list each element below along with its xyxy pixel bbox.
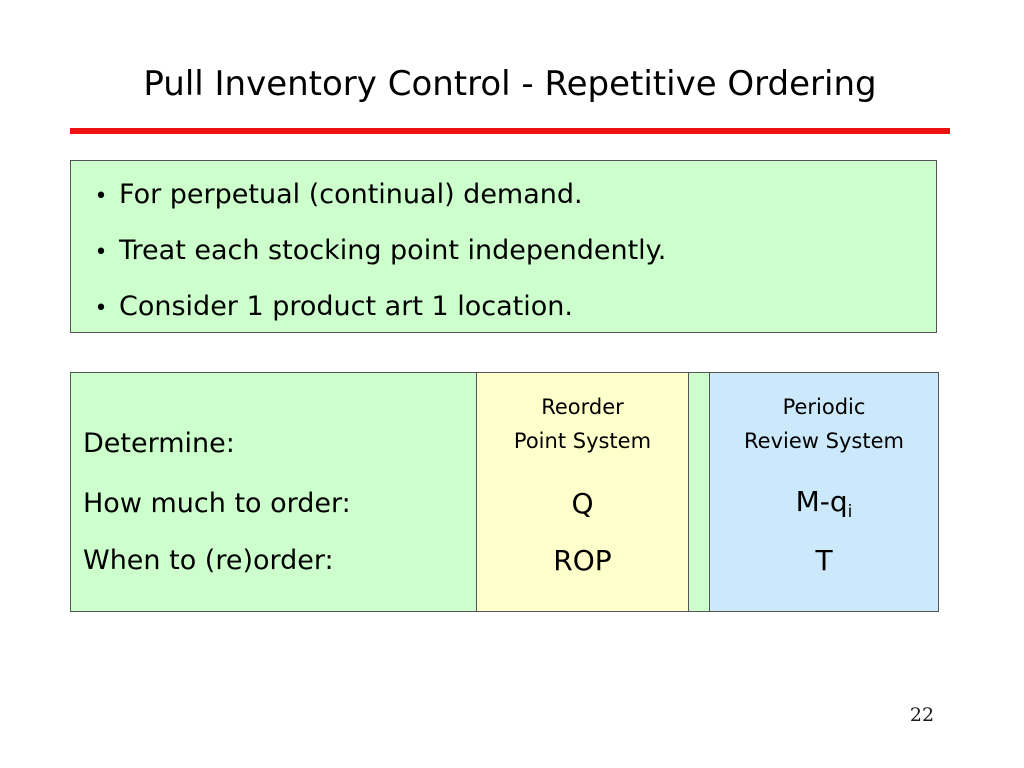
bullet-marker-icon: • <box>94 184 108 209</box>
bullet-text: Consider 1 product art 1 location. <box>119 291 573 322</box>
bullet-text: For perpetual (continual) demand. <box>119 179 583 210</box>
table-row: Periodic Review System <box>710 385 938 463</box>
column-header-line-2: Point System <box>513 429 652 453</box>
table-row: T <box>710 538 938 584</box>
bullet-list: • For perpetual (continual) demand. • Tr… <box>83 167 928 335</box>
table-row: When to (re)order: <box>71 538 936 584</box>
bullet-panel: • For perpetual (continual) demand. • Tr… <box>70 160 937 333</box>
row-label-when-to-reorder: When to (re)order: <box>83 545 334 576</box>
column-periodic-review-system: Periodic Review System M-qi T <box>709 372 939 612</box>
cell-how-much-periodic-review: M-qi <box>710 485 938 523</box>
column-header-line-2: Review System <box>744 429 904 453</box>
table-row: Determine: <box>71 385 936 463</box>
formula-subscript: i <box>847 502 853 522</box>
row-label-determine: Determine: <box>83 428 235 459</box>
cell-when-reorder-point: ROP <box>553 544 612 577</box>
column-header-reorder-point-system: Reorder Point System <box>477 390 688 458</box>
column-header-line-1: Periodic <box>782 395 866 419</box>
table-label-column: Determine: How much to order: When to (r… <box>71 373 936 611</box>
formula-base: M-q <box>795 485 848 518</box>
row-label-how-much-to-order: How much to order: <box>83 488 351 519</box>
column-header-periodic-review-system: Periodic Review System <box>710 390 938 458</box>
page-title: Pull Inventory Control - Repetitive Orde… <box>143 64 877 104</box>
list-item: • For perpetual (continual) demand. <box>83 167 928 223</box>
comparison-table: Determine: How much to order: When to (r… <box>70 372 939 612</box>
title-underline-rule <box>70 128 950 134</box>
list-item: • Treat each stocking point independentl… <box>83 223 928 279</box>
page-number: 22 <box>909 704 935 726</box>
bullet-marker-icon: • <box>94 240 108 265</box>
column-reorder-point-system: Reorder Point System Q ROP <box>476 372 689 612</box>
bullet-text: Treat each stocking point independently. <box>119 235 667 266</box>
table-row: M-qi <box>710 481 938 527</box>
list-item: • Consider 1 product art 1 location. <box>83 279 928 335</box>
cell-how-much-reorder-point: Q <box>571 487 594 520</box>
table-row: ROP <box>477 538 688 584</box>
bullet-marker-icon: • <box>94 296 108 321</box>
table-row: How much to order: <box>71 481 936 527</box>
cell-when-periodic-review: T <box>815 544 833 577</box>
column-header-line-1: Reorder <box>541 395 624 419</box>
table-row: Reorder Point System <box>477 385 688 463</box>
table-row: Q <box>477 481 688 527</box>
